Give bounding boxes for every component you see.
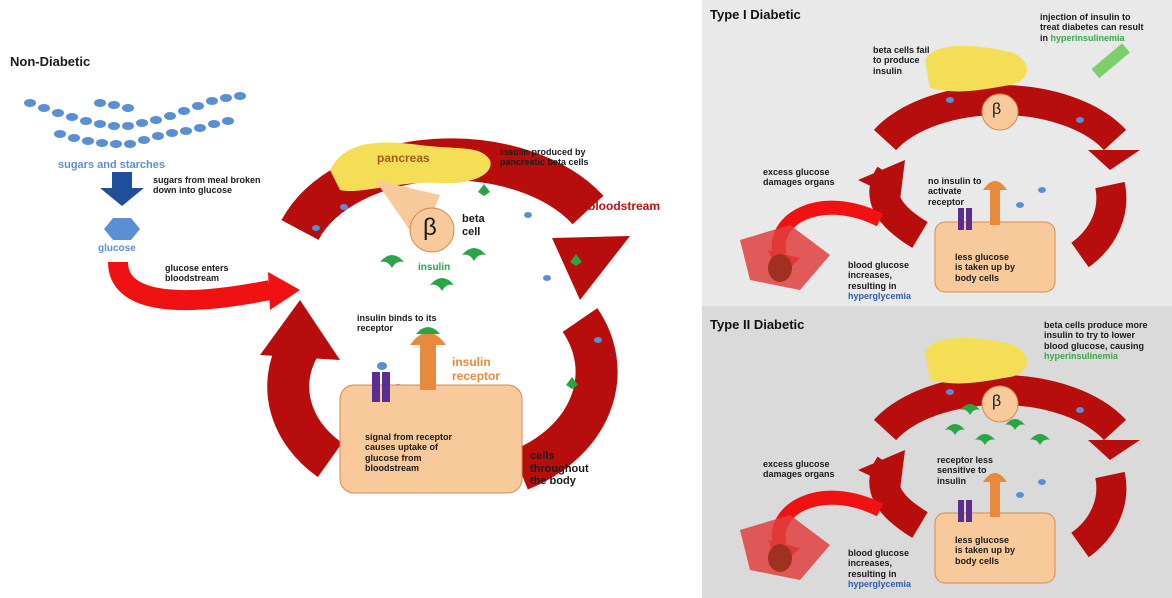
type2-graphics: [740, 337, 1140, 584]
type2-beta-symbol: β: [992, 393, 1002, 410]
sugars-label: sugars and starches: [58, 159, 165, 171]
insulin-label: insulin: [418, 262, 451, 273]
glucose-hexagon-icon: [104, 218, 140, 240]
beta-cell: [409, 207, 455, 253]
type2-title: Type II Diabetic: [710, 317, 805, 332]
beta-symbol: β: [423, 214, 437, 241]
sugar-chain: [24, 92, 246, 148]
type1-graphics: [740, 43, 1140, 293]
type1-beta-symbol: β: [992, 101, 1002, 118]
glucose-label: glucose: [98, 243, 136, 254]
type1-title: Type I Diabetic: [710, 7, 801, 22]
glucose-entry-arrow: [108, 261, 272, 311]
down-arrow-icon: [100, 172, 144, 206]
pancreas-shape: [330, 142, 491, 192]
main-bloodstream-cycle: [260, 138, 630, 490]
non-diabetic-title: Non-Diabetic: [10, 54, 91, 69]
pancreas-label: pancreas: [377, 151, 430, 165]
insulin-molecules: [380, 184, 582, 389]
bloodstream-label: bloodstream: [588, 199, 661, 213]
